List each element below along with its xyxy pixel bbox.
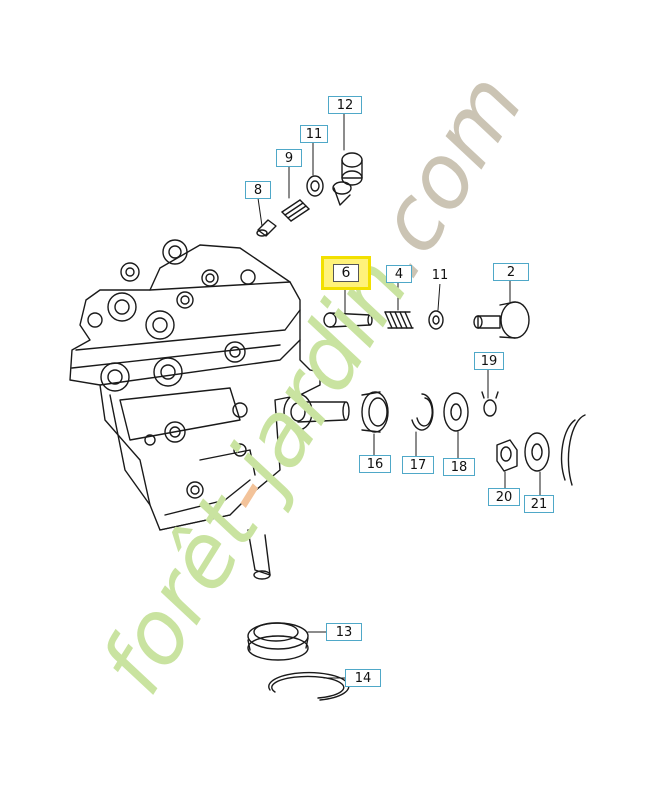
- part-6-bolt: [323, 312, 373, 328]
- part-9-spring: [281, 199, 310, 222]
- callout-6-label: 6: [332, 264, 360, 282]
- part-18-washer: [443, 392, 469, 432]
- leader-lines: [257, 111, 541, 679]
- part-8-pin: [256, 219, 277, 237]
- callout-19[interactable]: 19: [474, 352, 504, 370]
- callout-2[interactable]: 2: [493, 263, 529, 281]
- part-12-plug: [332, 152, 363, 206]
- part-17-circlip: [411, 393, 434, 431]
- callout-11-mid[interactable]: 11: [426, 266, 454, 284]
- callout-4[interactable]: 4: [386, 265, 412, 283]
- callout-12[interactable]: 12: [328, 96, 362, 114]
- callout-20[interactable]: 20: [488, 488, 520, 506]
- part-19-clip: [481, 391, 499, 417]
- callout-16[interactable]: 16: [359, 455, 391, 473]
- callout-8[interactable]: 8: [245, 181, 271, 199]
- part-20-nut: [496, 439, 518, 472]
- part-4-spring: [384, 311, 414, 329]
- part-11-washer-top: [306, 175, 324, 197]
- callout-6-highlighted[interactable]: 6: [321, 256, 371, 290]
- callout-13[interactable]: 13: [326, 623, 362, 641]
- callout-18[interactable]: 18: [443, 458, 475, 476]
- callout-11-top[interactable]: 11: [300, 125, 328, 143]
- part-11-washer-mid: [428, 310, 444, 330]
- part-16-seal: [361, 391, 389, 433]
- callout-14[interactable]: 14: [345, 669, 381, 687]
- callout-21[interactable]: 21: [524, 495, 554, 513]
- callout-9[interactable]: 9: [276, 149, 302, 167]
- part-2-plug: [473, 301, 530, 339]
- part-21-washer: [524, 432, 550, 472]
- part-14-circlip: [268, 671, 350, 701]
- pump-housing: [69, 239, 350, 580]
- part-13-seal: [247, 622, 309, 661]
- callout-17[interactable]: 17: [402, 456, 434, 474]
